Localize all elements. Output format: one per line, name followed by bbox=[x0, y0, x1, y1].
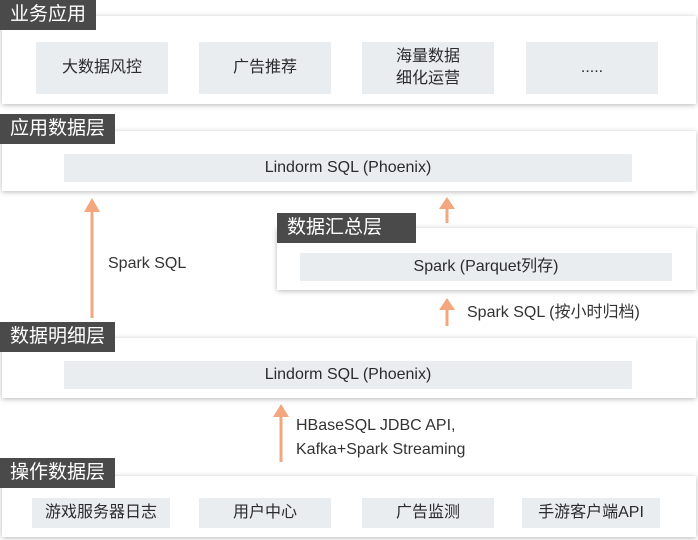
detail-layer-title: 数据明细层 bbox=[0, 322, 116, 352]
summary-engine-box: Spark (Parquet列存) bbox=[300, 253, 672, 281]
flow-label-spark-sql-hourly: Spark SQL (按小时归档) bbox=[467, 304, 640, 321]
business-item-risk-control: 大数据风控 bbox=[36, 42, 168, 94]
operation-item-user-center: 用户中心 bbox=[199, 498, 331, 528]
arrow-operation-to-detail bbox=[273, 404, 289, 462]
arrow-summary-to-app bbox=[439, 197, 455, 223]
flow-label-ingest-line1: HBaseSQL JDBC API, bbox=[296, 417, 456, 434]
flow-label-spark-sql: Spark SQL bbox=[108, 255, 187, 272]
summary-layer-title: 数据汇总层 bbox=[277, 213, 416, 243]
detail-engine-box: Lindorm SQL (Phoenix) bbox=[64, 361, 632, 389]
business-layer-title: 业务应用 bbox=[0, 0, 97, 30]
business-item-more: ..... bbox=[526, 42, 658, 94]
app-data-engine-box: Lindorm SQL (Phoenix) bbox=[64, 154, 632, 182]
business-item-fine-operation: 海量数据 细化运营 bbox=[362, 42, 494, 94]
business-item-ad-recommend: 广告推荐 bbox=[199, 42, 331, 94]
flow-label-ingest-line2: Kafka+Spark Streaming bbox=[296, 441, 466, 458]
operation-item-ad-monitor: 广告监测 bbox=[362, 498, 494, 528]
operation-item-mobile-client-api: 手游客户端API bbox=[522, 498, 660, 528]
app-data-layer-title: 应用数据层 bbox=[0, 114, 116, 144]
operation-item-game-server-log: 游戏服务器日志 bbox=[32, 498, 170, 528]
arrow-detail-to-app bbox=[84, 198, 100, 318]
operation-layer-title: 操作数据层 bbox=[0, 458, 116, 488]
arrow-detail-to-summary bbox=[439, 298, 455, 326]
